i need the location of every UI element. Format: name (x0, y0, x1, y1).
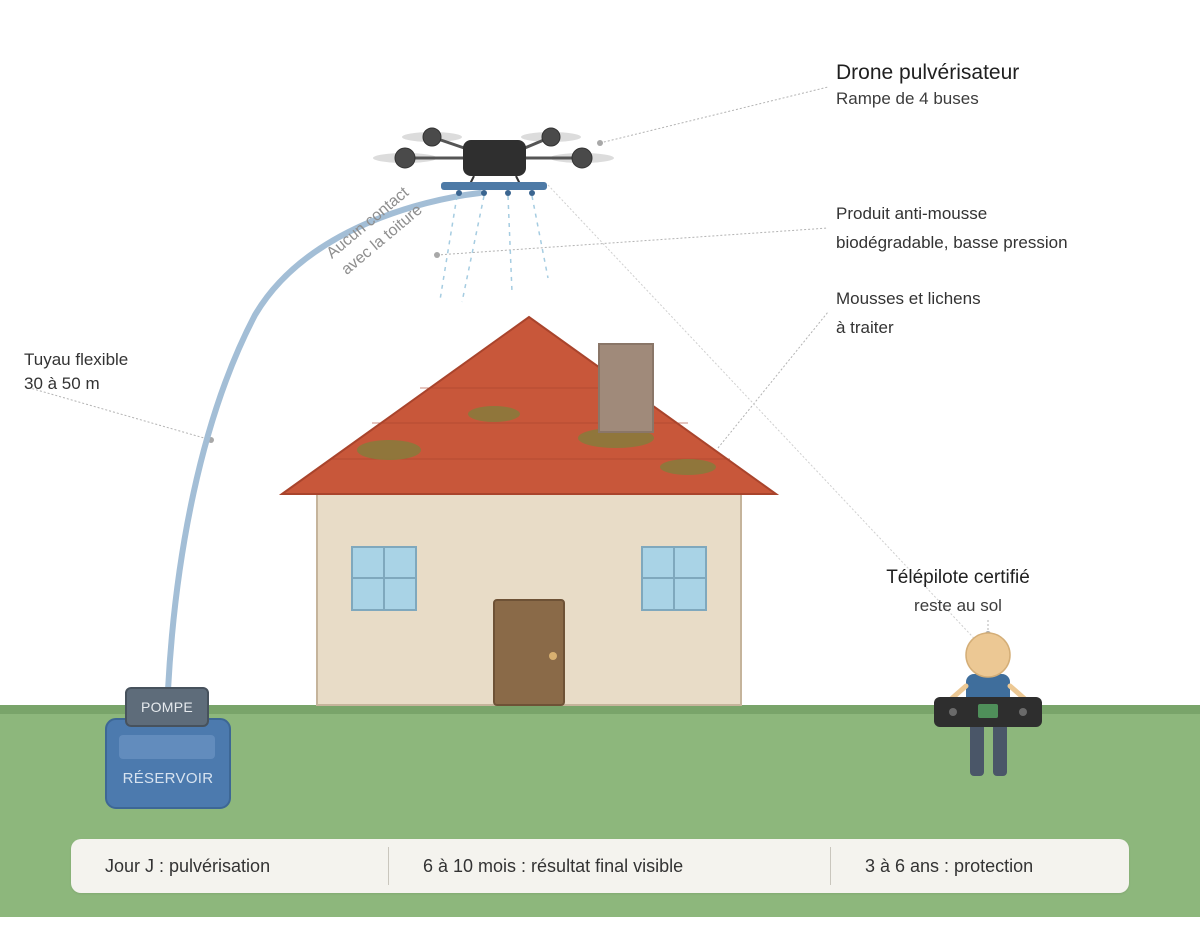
timeline-divider (830, 847, 831, 885)
hose-label: Tuyau flexible 30 à 50 m (24, 348, 128, 396)
remote-stick (949, 708, 957, 716)
pilot-label: Télépilote certifié reste au sol (870, 565, 1046, 617)
moss-patch (468, 406, 520, 422)
moss-label: Mousses et lichens à traiter (836, 284, 981, 342)
moss-patches (357, 406, 716, 475)
tank (105, 718, 231, 809)
timeline-item-protection: 3 à 6 ans : protection (865, 856, 1034, 876)
leader-moss (717, 311, 829, 449)
moss-line2: à traiter (836, 318, 894, 338)
product-line1: Produit anti-mousse (836, 204, 988, 223)
drone-body (463, 140, 526, 176)
leader-dot-drone (597, 140, 603, 146)
pilot-leg (993, 722, 1007, 776)
drone-motors (394, 127, 593, 169)
remote-stick (1019, 708, 1027, 716)
remote-screen (978, 704, 998, 718)
tank-label: RÉSERVOIR (122, 770, 214, 787)
drone-title: Drone pulvérisateur (836, 61, 1020, 84)
drone-subtitle: Rampe de 4 buses (836, 89, 979, 109)
moss-line1: Mousses et lichens (836, 289, 981, 308)
leader-lines (29, 86, 989, 651)
timeline-item-result: 6 à 10 mois : résultat final visible (423, 856, 684, 876)
pilot-subtitle: reste au sol (914, 595, 1002, 615)
ground-edge (0, 705, 1200, 714)
door (493, 599, 565, 706)
hose (165, 190, 483, 693)
chimney (598, 343, 654, 433)
pilot (934, 632, 1042, 776)
door-knob (549, 652, 557, 660)
hose-line1: Tuyau flexible (24, 350, 129, 369)
drone-label: Drone pulvérisateur Rampe de 4 buses (836, 58, 1019, 111)
window-right (641, 546, 707, 611)
moss-patch (660, 459, 716, 475)
pilot-head (965, 632, 1011, 678)
pilot-title: Télépilote certifié (886, 567, 1030, 588)
tank-highlight (119, 735, 215, 759)
spray-nozzles (456, 190, 535, 196)
leader-hose (29, 387, 212, 441)
hose-line2: 30 à 50 m (24, 373, 100, 393)
leader-drone (599, 86, 829, 144)
timeline-bar: Jour J : pulvérisation 6 à 10 mois : rés… (71, 839, 1129, 893)
spray-bar (441, 182, 547, 190)
pump-label: POMPE (140, 699, 194, 715)
moss-patch (357, 440, 421, 460)
drone (373, 127, 614, 196)
pilot-leg (970, 722, 984, 776)
pump (125, 687, 209, 727)
product-label: Produit anti-mousse biodégradable, basse… (836, 199, 1068, 257)
timeline-item-spraying: Jour J : pulvérisation (105, 856, 271, 876)
spray (439, 195, 549, 303)
leader-dot-product (434, 252, 440, 258)
product-line2: biodégradable, basse pression (836, 233, 1068, 253)
leader-product (436, 227, 829, 256)
window-left (351, 546, 417, 611)
timeline-divider (388, 847, 389, 885)
